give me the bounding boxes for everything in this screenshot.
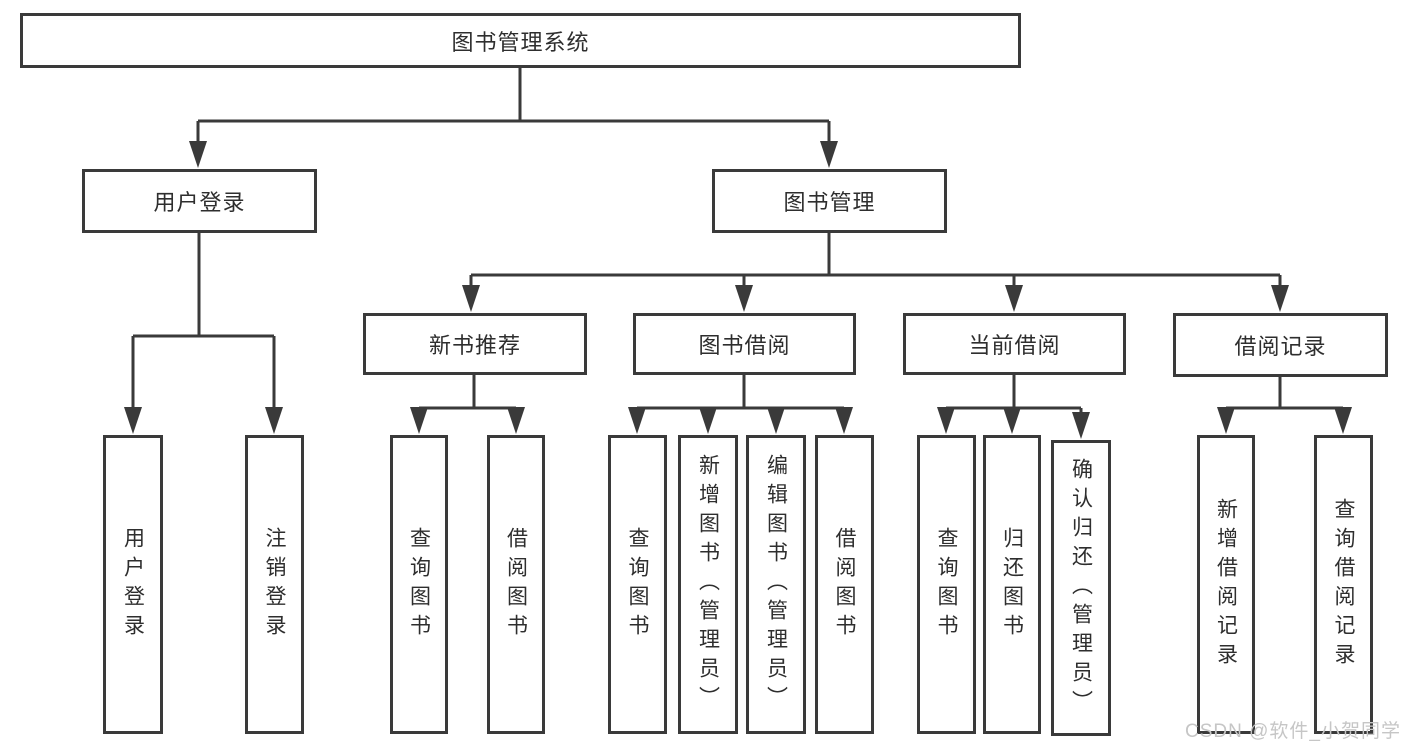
node-root: 图书管理系统 bbox=[20, 13, 1021, 68]
node-new-book-recommend: 新书推荐 bbox=[363, 313, 587, 375]
arrowheads bbox=[124, 141, 1352, 439]
node-user-login: 用户登录 bbox=[82, 169, 317, 233]
leaf-borrow-book-recommend: 借阅图书 bbox=[487, 435, 545, 734]
leaf-add-book-admin: 新增图书（管理员） bbox=[678, 435, 738, 734]
leaf-query-book-recommend: 查询图书 bbox=[390, 435, 448, 734]
leaf-query-book-borrow: 查询图书 bbox=[608, 435, 667, 734]
watermark: CSDN @软件_小贺同学 bbox=[1185, 721, 1401, 742]
leaf-edit-book-admin: 编辑图书（管理员） bbox=[746, 435, 806, 734]
node-borrow-records: 借阅记录 bbox=[1173, 313, 1388, 377]
leaf-return-book: 归还图书 bbox=[983, 435, 1041, 734]
node-book-borrow: 图书借阅 bbox=[633, 313, 856, 375]
leaf-query-borrow-record: 查询借阅记录 bbox=[1314, 435, 1373, 734]
leaf-query-book-current: 查询图书 bbox=[917, 435, 976, 734]
node-current-borrow: 当前借阅 bbox=[903, 313, 1126, 375]
leaf-confirm-return-admin: 确认归还（管理员） bbox=[1051, 440, 1111, 736]
leaf-user-login: 用户登录 bbox=[103, 435, 163, 734]
leaf-add-borrow-record: 新增借阅记录 bbox=[1197, 435, 1255, 734]
leaf-logout: 注销登录 bbox=[245, 435, 304, 734]
node-book-management: 图书管理 bbox=[712, 169, 947, 233]
leaf-borrow-book: 借阅图书 bbox=[815, 435, 874, 734]
